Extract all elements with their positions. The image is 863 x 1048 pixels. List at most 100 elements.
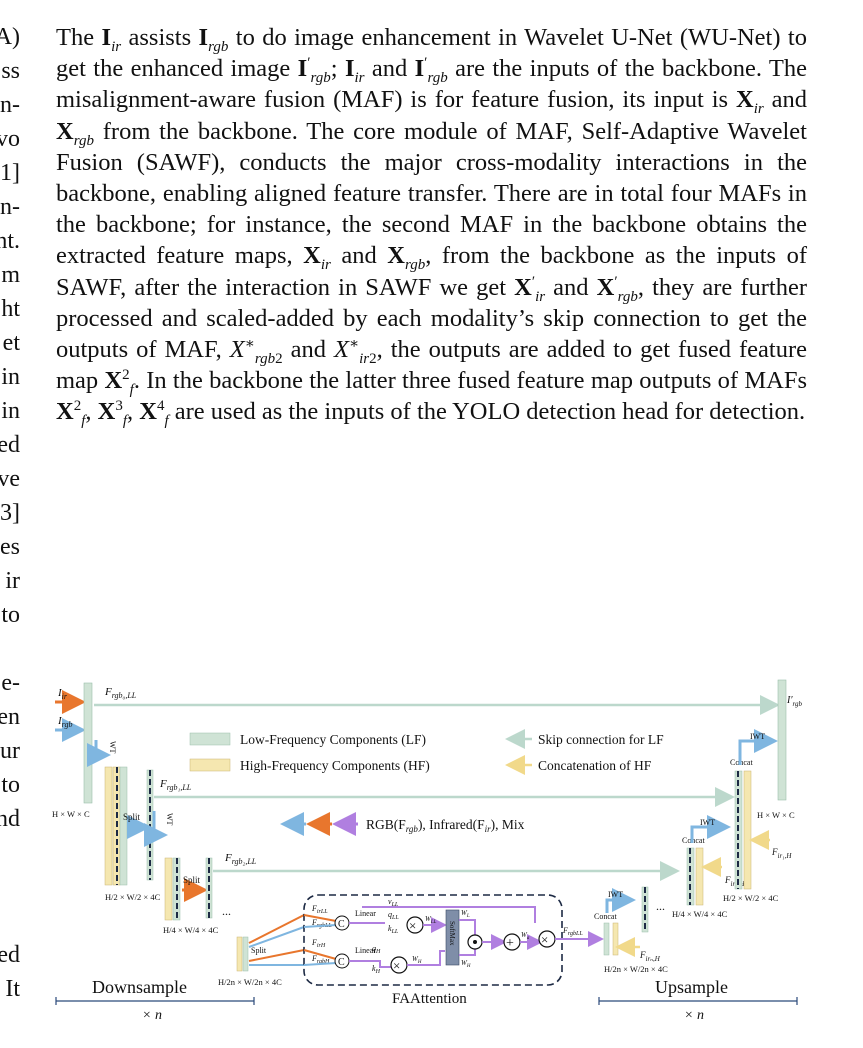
concat-label-2: Concat: [682, 836, 705, 845]
iwt-label-n: IWT: [608, 890, 623, 899]
w-h2-path: [459, 947, 476, 956]
legend-concat: Concatenation of HF: [538, 758, 652, 773]
label-fir1h: Fir₁,H: [771, 847, 792, 860]
label-k-ll: kLL: [388, 924, 399, 935]
left-fragment: in: [1, 364, 20, 390]
up-lf-bar-n: [603, 922, 610, 956]
upsample-label: Upsample: [655, 977, 728, 997]
label-w-h2: WH: [461, 959, 471, 969]
faattention-label: FAAttention: [392, 991, 467, 1007]
legend-hf: High-Frequency Components (HF): [240, 758, 430, 773]
label-w-l: WL: [461, 909, 470, 919]
label-i-ir: Iir: [57, 687, 68, 701]
up-hf-bar-n: [612, 922, 619, 956]
legend-lf: Low-Frequency Components (LF): [240, 732, 426, 747]
iwt-label-1: IWT: [750, 732, 765, 741]
concat-label-n: Concat: [594, 912, 617, 921]
legend-modes: RGB(Frgb), Infrared(Fir), Mix: [366, 817, 525, 834]
left-fragment: ur: [0, 738, 20, 764]
softmax-label: SoftMax: [448, 921, 456, 946]
hf-bar-n: [236, 936, 243, 972]
dots-right: ...: [656, 899, 665, 913]
label-fir-h: FirH: [311, 938, 326, 949]
left-fragment: n-: [0, 194, 20, 220]
left-fragment: ir: [5, 568, 20, 594]
downsample-label: Downsample: [92, 977, 187, 997]
left-fragment: A): [0, 24, 20, 50]
up-dim-n: H/2n × W/2n × 4C: [604, 964, 668, 974]
left-fragment: 3]: [0, 500, 20, 526]
left-fragment: 1]: [0, 160, 20, 186]
up-dim-2: H/4 × W/4 × 4C: [672, 909, 728, 919]
left-fragment: vo: [0, 126, 20, 152]
mult-x-out: ×: [541, 932, 548, 947]
left-fragment: nd: [0, 806, 20, 832]
legend-skip: Skip connection for LF: [538, 732, 664, 747]
concat-label-1: Concat: [730, 758, 753, 767]
plus-sign: +: [506, 936, 514, 951]
ll-rgb-in: [303, 924, 337, 928]
legend-lf-swatch: [189, 732, 231, 746]
iwt-label-2: IWT: [700, 818, 715, 827]
path-ir-h: [248, 949, 305, 962]
dim-hwc-right: H × W × C: [757, 810, 795, 820]
path-rgb-ll: [248, 926, 305, 948]
label-v-ll: vLL: [388, 897, 399, 908]
left-fragment: ed: [0, 432, 20, 458]
left-fragment: ve: [0, 466, 20, 492]
left-fragment: ed: [0, 942, 20, 968]
h-ir-in: [303, 949, 337, 960]
body-paragraph: The Iir assists Irgb to do image enhance…: [56, 24, 808, 430]
label-k-h: kH: [372, 964, 381, 975]
up-dim-1: H/2 × W/2 × 4C: [723, 893, 779, 903]
left-fragment: to: [1, 772, 20, 798]
downsample-xn: × n: [142, 1008, 162, 1023]
left-fragment: ht: [1, 296, 20, 322]
upsample-xn: × n: [684, 1008, 704, 1023]
left-fragment: ss: [1, 58, 20, 84]
dim-level-1: H/2 × W/2 × 4C: [105, 892, 161, 902]
label-w-a: Wa: [521, 931, 530, 941]
wt-label-2: WT: [165, 813, 174, 826]
architecture-figure: Iir Irgb H × W × C Frgb₀,LL WT H/2 × W/2…: [50, 675, 810, 1035]
label-fir-ll: FirLL: [311, 904, 328, 915]
h-rgb-in: [303, 962, 337, 966]
dot-center: [473, 940, 477, 944]
mult-x-h: ×: [393, 958, 400, 973]
left-fragment: es: [0, 534, 20, 560]
left-fragment: nt.: [0, 228, 20, 254]
wt-label-1: WT: [108, 741, 117, 754]
wt-arrow-2: [144, 811, 168, 847]
input-feature-bar: [83, 682, 93, 804]
wt-arrow-1: [87, 740, 111, 767]
lf-bar-n: [242, 936, 249, 972]
label-firnh: Firₙ,H: [639, 950, 661, 963]
softmax-block: [445, 909, 460, 966]
linear-label-ll: Linear: [355, 909, 376, 918]
dim-hwc-left: H × W × C: [52, 809, 90, 819]
label-f2: Frgb₂,LL: [224, 852, 257, 866]
w-l-path: [459, 919, 476, 937]
hf-bar-2: [164, 857, 173, 921]
iwt-arrow-2: [690, 815, 731, 843]
label-frgb-h: FrgbH: [311, 954, 330, 965]
figure-svg: Iir Irgb H × W × C Frgb₀,LL WT H/2 × W/2…: [52, 679, 802, 1023]
label-q-ll: qLL: [388, 910, 399, 921]
concat-c-h: C: [338, 957, 345, 968]
left-fragment: to: [1, 602, 20, 628]
left-fragment: en: [0, 704, 20, 730]
legend-hf-swatch: [189, 758, 231, 772]
left-fragment: It: [5, 976, 20, 1002]
w-h-path: [407, 950, 445, 966]
left-fragment: m: [1, 262, 20, 288]
label-w-h: WH: [412, 955, 422, 965]
split-label-1: Split: [123, 812, 141, 822]
split-label-2: Split: [183, 875, 201, 885]
label-w-ll: WLL: [425, 915, 437, 925]
split-label-n: Split: [251, 946, 267, 955]
dots-left: ...: [222, 904, 231, 918]
up-hf-bar-2: [695, 847, 704, 906]
label-q-h: qH: [372, 944, 381, 955]
output-feature-bar: [777, 679, 787, 801]
